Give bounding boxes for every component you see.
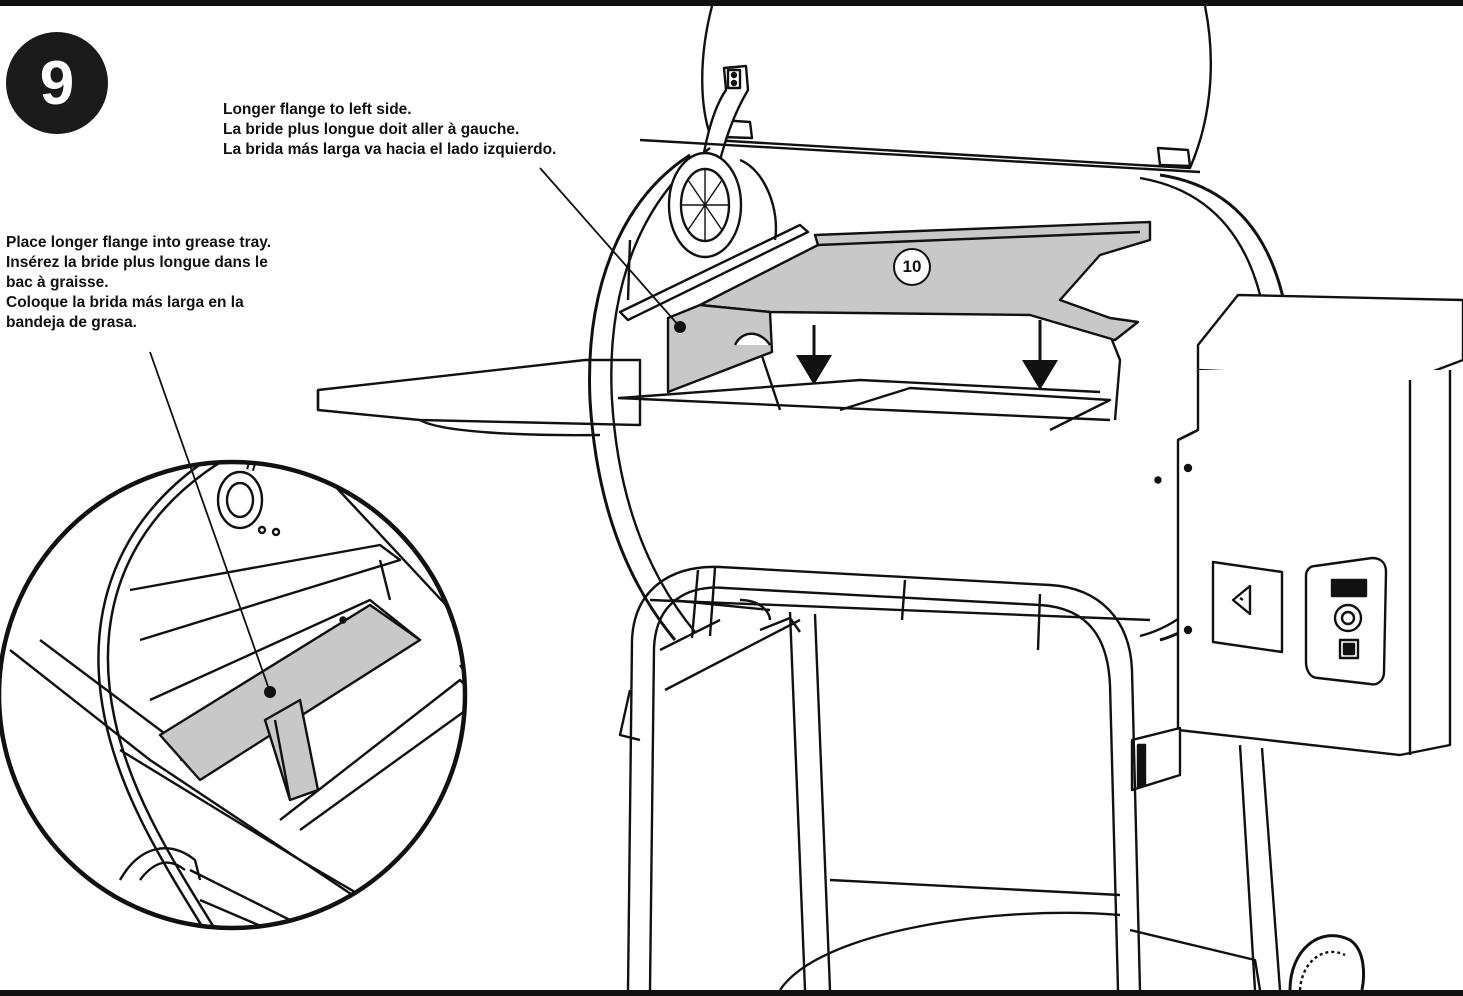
instruction-line: Place longer flange into grease tray.: [6, 234, 272, 251]
detail-grease-tray: [158, 603, 422, 782]
instruction-note-left: Place longer flange into grease tray. In…: [6, 233, 271, 333]
part-10-left-flange: [666, 303, 774, 394]
open-lid: [701, 5, 1213, 170]
instruction-note-top: Longer flange to left side. La bride plu…: [223, 100, 556, 160]
top-frame-bar: [0, 0, 1463, 6]
leader-lines: [149, 167, 681, 693]
leader-left: [149, 351, 271, 693]
leader-top: [539, 167, 681, 328]
instruction-line: Insérez la bride plus longue dans le: [6, 254, 268, 271]
instruction-line: bandeja de grasa.: [6, 314, 137, 331]
bottom-frame-bar: [0, 990, 1463, 996]
instruction-line: La brida más larga va hacia el lado izqu…: [223, 141, 557, 158]
instruction-line: bac à graisse.: [6, 274, 109, 291]
grill-body: [316, 5, 1463, 991]
leader-top-dot: [674, 321, 686, 333]
placement-arrows: [796, 320, 1058, 390]
pellet-hopper: [1196, 293, 1463, 382]
step-number-badge: 9: [6, 32, 108, 134]
instruction-line: La bride plus longue doit aller à gauche…: [223, 121, 520, 138]
barrel-left-rim: [588, 153, 691, 641]
wheel: [1288, 934, 1365, 991]
part-10-grease-plate: [666, 220, 1152, 394]
detail-lens-ring: [0, 459, 468, 931]
instruction-line: Longer flange to left side.: [223, 101, 412, 118]
part-number-callout: 10: [893, 248, 931, 286]
leader-left-dot: [264, 686, 276, 698]
instruction-line: Coloque la brida más larga en la: [6, 294, 244, 311]
cart-frame: [626, 565, 1142, 991]
